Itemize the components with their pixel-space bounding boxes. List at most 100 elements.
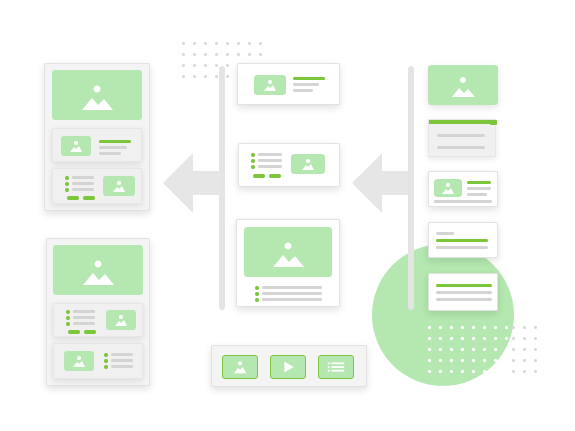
block-image xyxy=(254,75,286,95)
block-image xyxy=(106,310,136,330)
image-placeholder-icon xyxy=(83,260,114,285)
text-line xyxy=(99,146,127,149)
text-line xyxy=(99,152,121,155)
image-text-block xyxy=(52,128,142,162)
bullet xyxy=(251,165,255,169)
bullet xyxy=(255,286,259,290)
block-image xyxy=(61,136,91,156)
button-pill xyxy=(269,174,281,178)
middle-card-featured xyxy=(236,219,340,307)
text-line xyxy=(262,298,322,301)
block-image xyxy=(291,154,325,174)
middle-card-list-image xyxy=(238,143,340,187)
bullet xyxy=(66,316,70,320)
text-line xyxy=(262,292,322,295)
bullet xyxy=(65,188,69,192)
dot-pattern-circle xyxy=(424,322,508,380)
featured-image xyxy=(244,227,332,277)
image-placeholder-icon xyxy=(113,181,125,192)
top-bar xyxy=(429,120,495,124)
left-top-group-card xyxy=(44,63,150,211)
left-arrow-2 xyxy=(352,153,414,213)
text-line xyxy=(436,284,492,287)
left-arrow-1 xyxy=(163,153,225,213)
text-line xyxy=(258,159,282,162)
text-line xyxy=(293,83,319,86)
bullet xyxy=(251,159,255,163)
right-hero-image xyxy=(428,65,498,105)
block-image xyxy=(434,179,462,197)
dot-pattern-right xyxy=(508,322,544,380)
media-bar xyxy=(211,345,367,387)
image-placeholder-icon xyxy=(273,242,304,267)
text-line xyxy=(111,353,133,356)
button-pill xyxy=(68,330,80,334)
button-pill xyxy=(84,330,96,334)
bullet xyxy=(66,310,70,314)
bullet xyxy=(104,353,108,357)
text-line xyxy=(258,153,282,156)
text-line xyxy=(467,187,491,190)
text-line xyxy=(111,365,133,368)
image-placeholder-icon xyxy=(302,159,314,170)
list-image-block xyxy=(52,168,142,204)
block-image xyxy=(64,351,94,371)
play-icon xyxy=(284,361,294,373)
text-line xyxy=(436,239,488,242)
text-line xyxy=(436,246,488,249)
bullet xyxy=(104,365,108,369)
bullet xyxy=(255,298,259,302)
button-pill xyxy=(67,196,79,200)
bullet xyxy=(255,292,259,296)
text-line xyxy=(73,310,95,313)
image-placeholder-icon xyxy=(70,141,82,152)
button-pill xyxy=(253,174,265,178)
text-line xyxy=(434,200,492,203)
text-line xyxy=(258,165,282,168)
rail-middle xyxy=(219,66,225,310)
text-line xyxy=(436,291,492,294)
text-line xyxy=(72,176,94,179)
bullet xyxy=(65,176,69,180)
text-line xyxy=(73,316,95,319)
text-line xyxy=(73,322,95,325)
block-image xyxy=(103,176,135,196)
image-list-block xyxy=(53,343,143,379)
text-line xyxy=(437,146,485,149)
right-card-highlight xyxy=(428,273,498,311)
hero-image xyxy=(52,70,142,120)
list-icon xyxy=(327,362,345,372)
image-placeholder-icon xyxy=(452,77,475,97)
text-line xyxy=(72,182,94,185)
text-line xyxy=(111,359,133,362)
hero-image xyxy=(53,245,143,295)
text-line xyxy=(262,286,322,289)
bullet xyxy=(66,322,70,326)
corner-badge xyxy=(490,120,497,125)
text-line xyxy=(293,77,325,80)
image-button[interactable] xyxy=(222,355,258,379)
image-placeholder-icon xyxy=(115,315,127,326)
image-placeholder-icon xyxy=(264,80,276,91)
bullet xyxy=(65,182,69,186)
right-text-block xyxy=(428,119,497,157)
text-line xyxy=(467,181,491,184)
play-button[interactable] xyxy=(270,355,306,379)
text-line xyxy=(293,89,313,92)
image-placeholder-icon xyxy=(442,183,454,194)
list-image-block xyxy=(53,303,143,337)
bullet xyxy=(104,359,108,363)
middle-card-image-text xyxy=(237,63,340,105)
text-line xyxy=(99,140,131,143)
right-card-image-text xyxy=(428,171,498,207)
text-line xyxy=(467,193,487,196)
text-line xyxy=(436,298,492,301)
left-bottom-group-card xyxy=(46,238,150,386)
text-line xyxy=(436,232,454,235)
right-card-text xyxy=(428,222,498,258)
button-pill xyxy=(83,196,95,200)
list-button[interactable] xyxy=(318,355,354,379)
image-placeholder-icon xyxy=(73,356,85,367)
rail-right xyxy=(408,66,414,310)
